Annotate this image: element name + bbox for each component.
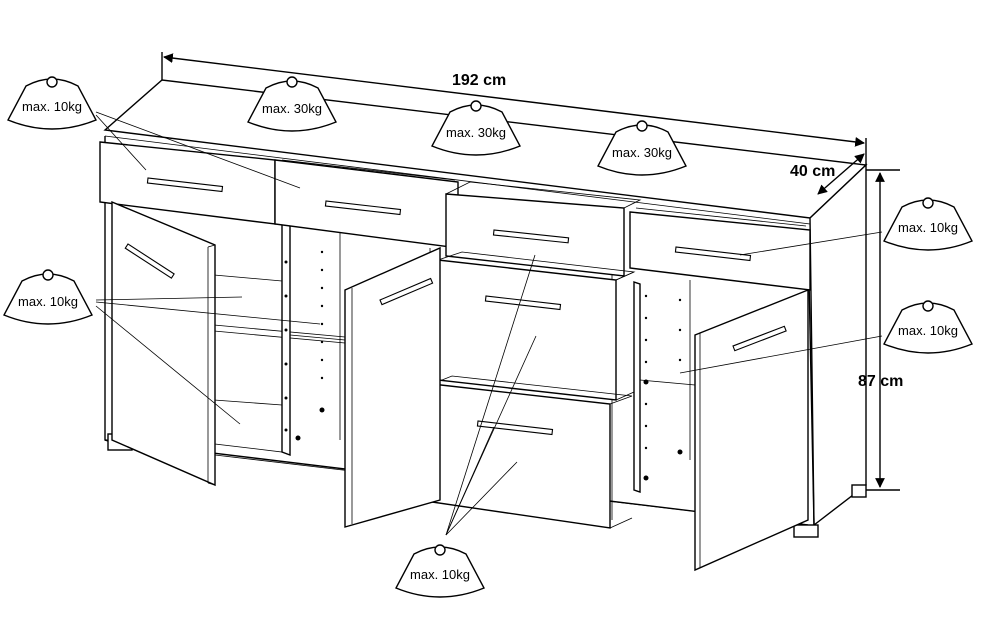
weight-badge-bottom: max. 10kg bbox=[395, 544, 485, 598]
weight-badge-top-3: max. 30kg bbox=[597, 120, 687, 176]
dimension-lines bbox=[161, 52, 900, 491]
weight-badge-right-middle: max. 10kg bbox=[883, 300, 973, 354]
weight-badge-right-top: max. 10kg bbox=[883, 197, 973, 251]
drawer-handle-icon bbox=[484, 295, 562, 311]
door-center-left[interactable] bbox=[344, 246, 441, 528]
shelf-peg-holes-left bbox=[284, 250, 325, 441]
weight-label: max. 10kg bbox=[22, 99, 82, 114]
shelf-peg-holes-right bbox=[643, 294, 683, 481]
door-right[interactable] bbox=[694, 288, 809, 572]
drawer-handle-icon bbox=[324, 200, 402, 216]
weight-badge-left-middle: max. 10kg bbox=[3, 269, 93, 325]
weight-badge-top-left: max. 10kg bbox=[7, 76, 97, 130]
weight-icon bbox=[636, 120, 648, 132]
right-side-panel bbox=[809, 163, 867, 527]
weight-badge-top-2: max. 30kg bbox=[431, 100, 521, 156]
width-label: 192 cm bbox=[452, 72, 506, 89]
foot-right bbox=[793, 524, 819, 538]
door-handle-icon bbox=[379, 277, 434, 306]
weight-icon bbox=[470, 100, 482, 112]
depth-label: 40 cm bbox=[790, 163, 835, 180]
doors bbox=[111, 200, 809, 572]
weight-icon bbox=[922, 300, 934, 312]
door-handle-icon bbox=[732, 325, 787, 352]
weight-icon bbox=[46, 76, 58, 88]
drawer-handle-icon bbox=[674, 246, 752, 262]
weight-label: max. 30kg bbox=[262, 101, 322, 116]
weight-icon bbox=[286, 76, 298, 88]
door-handle-icon bbox=[124, 243, 175, 279]
weight-label: max. 10kg bbox=[18, 294, 78, 309]
top-drawers bbox=[99, 141, 811, 291]
weight-label: max. 30kg bbox=[446, 125, 506, 140]
weight-icon bbox=[42, 269, 54, 281]
weight-icon bbox=[434, 544, 446, 556]
weight-label: max. 10kg bbox=[898, 323, 958, 338]
weight-label: max. 10kg bbox=[410, 567, 470, 582]
width-dimension-line bbox=[163, 53, 865, 147]
drawer-top-4[interactable] bbox=[629, 211, 811, 291]
height-label: 87 cm bbox=[858, 373, 903, 390]
weight-label: max. 10kg bbox=[898, 220, 958, 235]
drawer-top-2[interactable] bbox=[274, 159, 459, 249]
leader-lines bbox=[95, 111, 883, 536]
drawer-handle-icon bbox=[492, 229, 570, 244]
center-drawers bbox=[431, 251, 636, 529]
drawer-handle-icon bbox=[146, 177, 224, 193]
weight-icon bbox=[922, 197, 934, 209]
weight-badge-top-1: max. 30kg bbox=[247, 76, 337, 132]
weight-label: max. 30kg bbox=[612, 145, 672, 160]
depth-dimension-line bbox=[817, 153, 865, 195]
